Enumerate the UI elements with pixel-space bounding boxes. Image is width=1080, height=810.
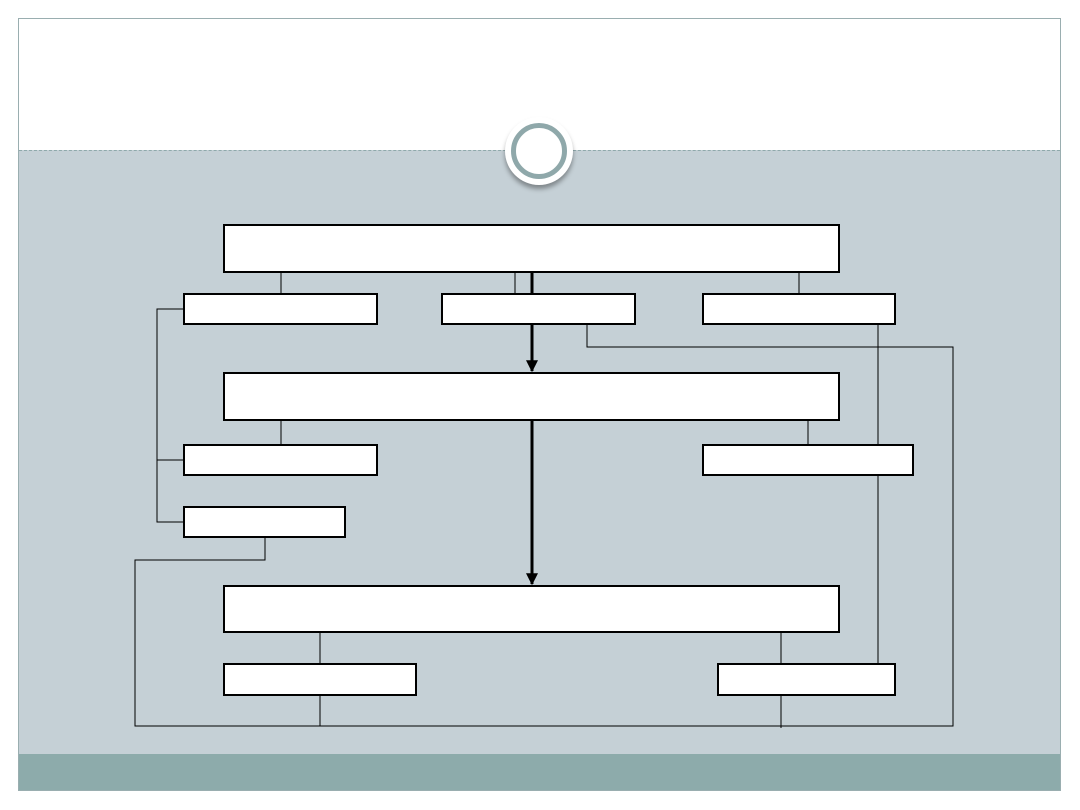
- footer-band: [19, 754, 1060, 790]
- box-middle-main: [223, 372, 840, 421]
- box-bottom-main: [223, 585, 840, 633]
- boxes: [183, 224, 914, 696]
- box-top-center: [441, 293, 636, 325]
- connector-center-right-loop: [134, 324, 954, 727]
- box-middle-left-lower: [183, 506, 346, 538]
- box-top-right: [702, 293, 896, 325]
- box-top-main: [223, 224, 840, 273]
- box-middle-right: [702, 444, 914, 476]
- connector-left-bracket: [156, 308, 184, 523]
- circle-ornament-ring: [511, 123, 567, 179]
- box-bottom-left: [223, 663, 417, 696]
- box-middle-left: [183, 444, 378, 476]
- circle-ornament-icon: [505, 117, 573, 185]
- connectors: [134, 272, 954, 728]
- box-bottom-right: [717, 663, 896, 696]
- box-top-left: [183, 293, 378, 325]
